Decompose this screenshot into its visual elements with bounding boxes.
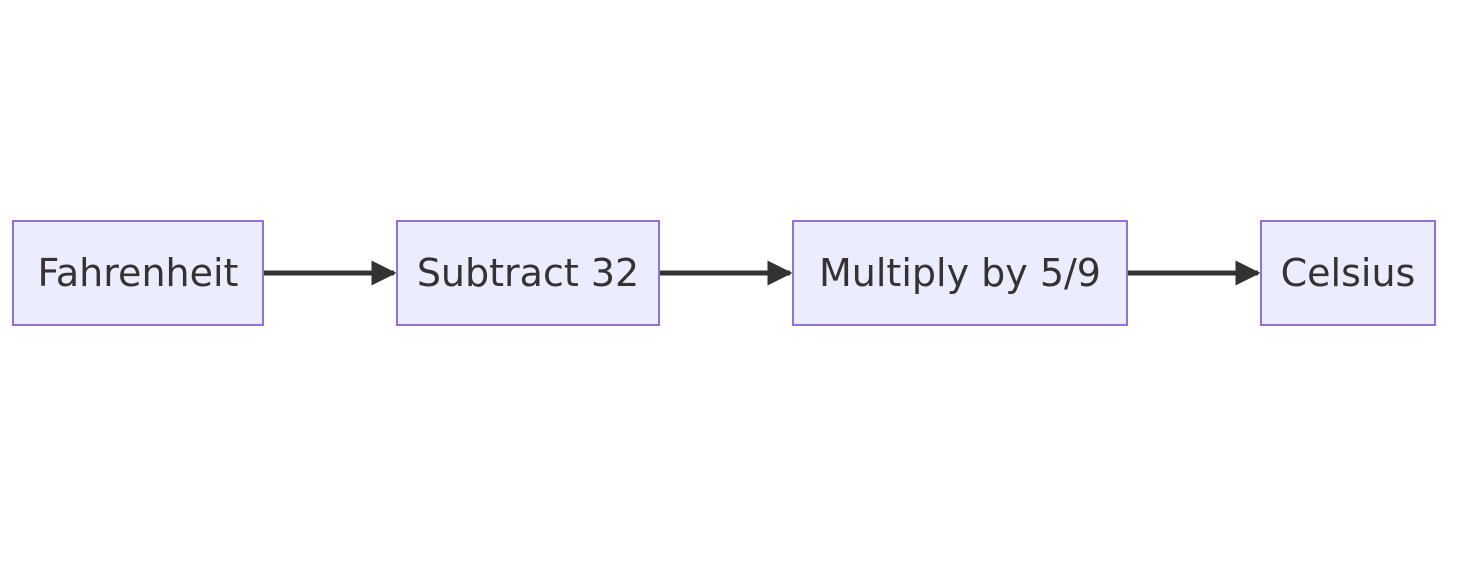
node-subtract-32: Subtract 32 [396, 220, 660, 326]
node-multiply-by-5-9: Multiply by 5/9 [792, 220, 1128, 326]
node-fahrenheit: Fahrenheit [12, 220, 264, 326]
node-celsius: Celsius [1260, 220, 1436, 326]
